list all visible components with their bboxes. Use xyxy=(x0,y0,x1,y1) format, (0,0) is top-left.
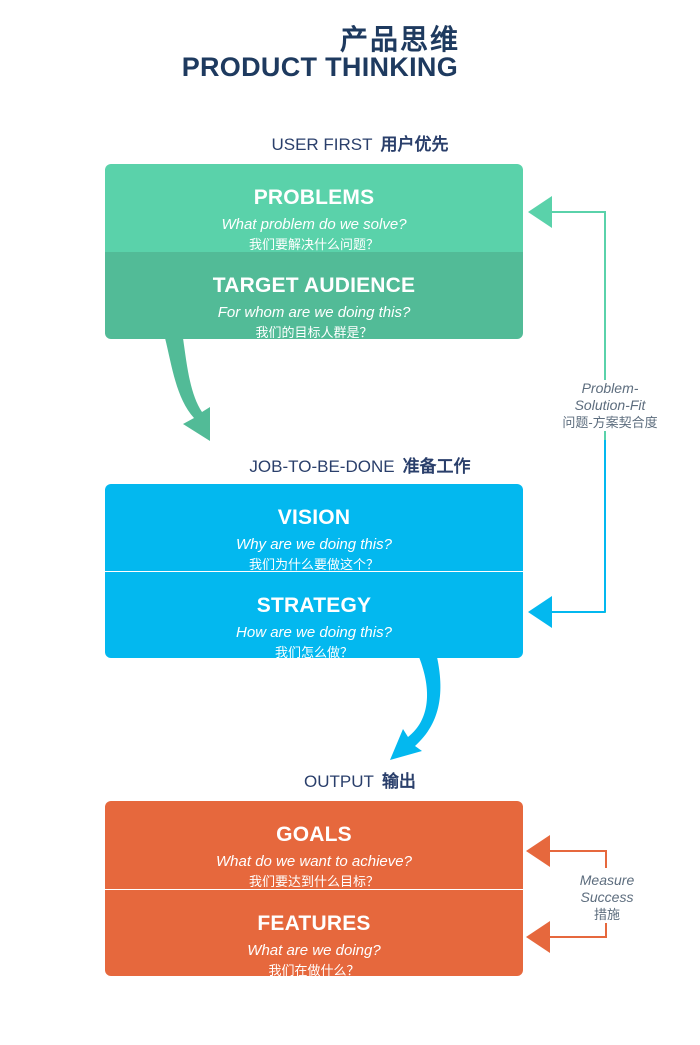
fit-label-line2: Solution-Fit xyxy=(574,397,646,413)
green-curved-arrow xyxy=(165,338,210,441)
block-heading: PROBLEMS xyxy=(253,186,375,209)
section-label-en: JOB-TO-BE-DONE xyxy=(249,457,395,476)
measure-label-cn: 措施 xyxy=(593,907,620,922)
section-label-user-first: USER FIRST 用户优先 xyxy=(0,130,700,155)
block-question-cn: 我们在做什么？ xyxy=(268,962,360,977)
block-question: What are we doing? xyxy=(247,941,381,959)
block-heading: STRATEGY xyxy=(256,594,372,617)
user-first-box: PROBLEMS What problem do we solve? 我们要解决… xyxy=(105,164,523,339)
block-question: How are we doing this? xyxy=(236,624,392,641)
fit-arrow-down-head xyxy=(528,596,552,628)
measure-arrow-top-head xyxy=(526,835,550,867)
block-heading: GOALS xyxy=(276,823,352,846)
fit-label-line1: Problem- xyxy=(581,380,639,396)
features-block: FEATURES What are we doing? 我们在做什么？ xyxy=(105,888,523,977)
section-label-job-to-be-done: JOB-TO-BE-DONE 准备工作 xyxy=(0,452,700,477)
block-question-cn: 我们为什么要做这个？ xyxy=(248,557,379,572)
measure-line-top xyxy=(550,850,607,868)
measure-arrow-bottom-head xyxy=(526,921,550,953)
block-heading: TARGET AUDIENCE xyxy=(212,273,416,297)
goals-block: GOALS What do we want to achieve? 我们要达到什… xyxy=(105,801,523,889)
title-chinese: 产品思维 xyxy=(339,23,460,56)
section-label-output: OUTPUT 输出 xyxy=(0,767,700,792)
measure-line-bottom xyxy=(550,922,607,938)
section-label-en: OUTPUT xyxy=(304,772,374,791)
title-english: PRODUCT THINKING xyxy=(181,52,458,82)
section-label-cn: 输出 xyxy=(381,772,416,792)
block-question-cn: 我们要解决什么问题？ xyxy=(248,237,379,252)
fit-label-cn: 问题-方案契合度 xyxy=(562,415,658,430)
block-question: Why are we doing this? xyxy=(236,536,392,553)
measure-success-label: Measure Success 措施 xyxy=(565,872,649,923)
measure-label-line2: Success xyxy=(580,889,634,905)
output-box: GOALS What do we want to achieve? 我们要达到什… xyxy=(105,801,523,976)
block-question: What problem do we solve? xyxy=(221,216,407,233)
measure-label-line1: Measure xyxy=(579,872,635,888)
blue-curved-arrow xyxy=(390,657,441,760)
block-question-cn: 我们怎么做？ xyxy=(274,645,353,658)
section-label-cn: 准备工作 xyxy=(402,457,471,477)
job-to-be-done-box: VISION Why are we doing this? 我们为什么要做这个？… xyxy=(105,484,523,658)
block-question: For whom are we doing this? xyxy=(217,303,411,321)
fit-arrow-up-head xyxy=(528,196,552,228)
section-label-cn: 用户优先 xyxy=(380,135,449,155)
problem-solution-fit-label: Problem- Solution-Fit 问题-方案契合度 xyxy=(540,380,680,431)
block-question-cn: 我们的目标人群是？ xyxy=(255,324,373,340)
block-heading: FEATURES xyxy=(257,911,371,935)
strategy-block: STRATEGY How are we doing this? 我们怎么做？ xyxy=(105,571,523,658)
section-label-en: USER FIRST xyxy=(271,135,373,154)
problems-block: PROBLEMS What problem do we solve? 我们要解决… xyxy=(105,164,523,252)
block-question: What do we want to achieve? xyxy=(216,853,412,870)
block-heading: VISION xyxy=(277,506,351,529)
vision-block: VISION Why are we doing this? 我们为什么要做这个？ xyxy=(105,484,523,572)
block-question-cn: 我们要达到什么目标？ xyxy=(248,874,379,889)
target-audience-block: TARGET AUDIENCE For whom are we doing th… xyxy=(105,251,523,340)
